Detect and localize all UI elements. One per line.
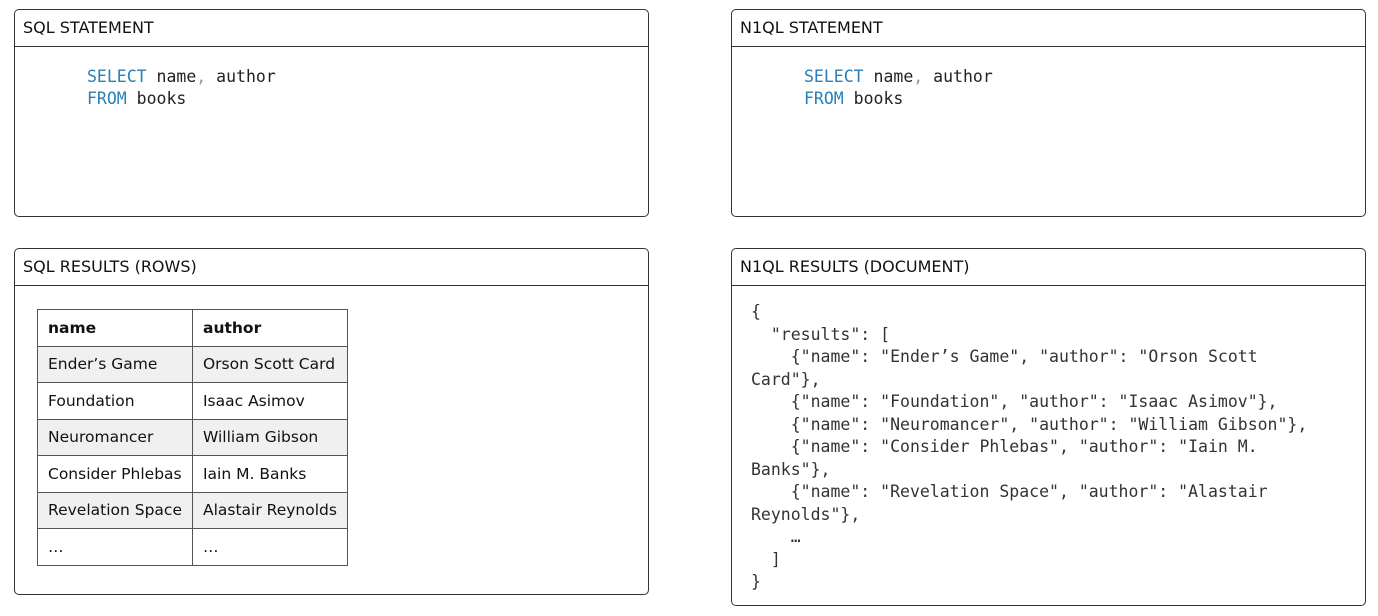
table-row: Ender’s Game Orson Scott Card — [37, 345, 348, 383]
sql-results-title: SQL RESULTS (ROWS) — [15, 249, 648, 286]
cell-name: Revelation Space — [37, 491, 193, 529]
document-line: {"name": "Ender’s Game", "author": "Orso… — [751, 347, 1258, 366]
sql-results-table: name author Ender’s Game Orson Scott Car… — [37, 309, 348, 566]
n1ql-statement-title: N1QL STATEMENT — [732, 10, 1365, 47]
select-field-name: name — [863, 67, 914, 86]
table-row: … … — [37, 528, 348, 566]
document-line: … — [751, 527, 801, 546]
table-row: Neuromancer William Gibson — [37, 418, 348, 456]
cell-author: Orson Scott Card — [191, 345, 348, 383]
document-line: Card"}, — [751, 369, 821, 389]
sql-statement-panel: SQL STATEMENT SELECT name, author FROM b… — [14, 9, 649, 217]
document-line: {"name": "Revelation Space", "author": "… — [751, 482, 1268, 501]
from-keyword: FROM — [804, 89, 844, 108]
n1ql-results-document: { "results": [ {"name": "Ender’s Game", … — [751, 301, 1351, 594]
table-header-row: name author — [37, 309, 348, 347]
comma: , — [196, 67, 207, 86]
select-keyword: SELECT — [804, 67, 864, 86]
select-field-author: author — [206, 67, 276, 86]
document-line: } — [751, 572, 761, 591]
select-field-name: name — [146, 67, 197, 86]
cell-author: Isaac Asimov — [191, 382, 348, 420]
n1ql-statement-code: SELECT name, author FROM books — [804, 66, 993, 110]
from-keyword: FROM — [87, 89, 127, 108]
cell-author: William Gibson — [191, 418, 348, 456]
n1ql-statement-panel: N1QL STATEMENT SELECT name, author FROM … — [731, 9, 1366, 217]
comma: , — [913, 67, 924, 86]
document-line: { — [751, 302, 761, 321]
sql-statement-code: SELECT name, author FROM books — [87, 66, 276, 110]
cell-name: Neuromancer — [37, 418, 193, 456]
column-header-author: author — [191, 309, 348, 347]
cell-author: Iain M. Banks — [191, 455, 348, 493]
document-line: {"name": "Neuromancer", "author": "Willi… — [751, 414, 1308, 434]
document-line: "results": [ — [751, 324, 891, 344]
cell-name: … — [37, 528, 193, 566]
cell-author: Alastair Reynolds — [191, 491, 348, 529]
table-row: Revelation Space Alastair Reynolds — [37, 491, 348, 529]
select-keyword: SELECT — [87, 67, 147, 86]
document-line: {"name": "Foundation", "author": "Isaac … — [751, 392, 1278, 411]
from-table: books — [126, 89, 187, 108]
document-line: Banks"}, — [751, 459, 831, 479]
select-field-author: author — [923, 67, 993, 86]
table-row: Foundation Isaac Asimov — [37, 382, 348, 420]
cell-name: Consider Phlebas — [37, 455, 193, 493]
cell-author: … — [191, 528, 348, 566]
n1ql-results-title: N1QL RESULTS (DOCUMENT) — [732, 249, 1365, 286]
sql-statement-title: SQL STATEMENT — [15, 10, 648, 47]
from-table: books — [843, 89, 904, 108]
n1ql-results-panel: N1QL RESULTS (DOCUMENT) { "results": [ {… — [731, 248, 1366, 606]
document-line: ] — [751, 549, 781, 569]
column-header-name: name — [37, 309, 193, 347]
table-row: Consider Phlebas Iain M. Banks — [37, 455, 348, 493]
document-line: {"name": "Consider Phlebas", "author": "… — [751, 437, 1258, 456]
cell-name: Ender’s Game — [37, 345, 193, 383]
sql-results-panel: SQL RESULTS (ROWS) name author Ender’s G… — [14, 248, 649, 595]
document-line: Reynolds"}, — [751, 504, 861, 524]
cell-name: Foundation — [37, 382, 193, 420]
